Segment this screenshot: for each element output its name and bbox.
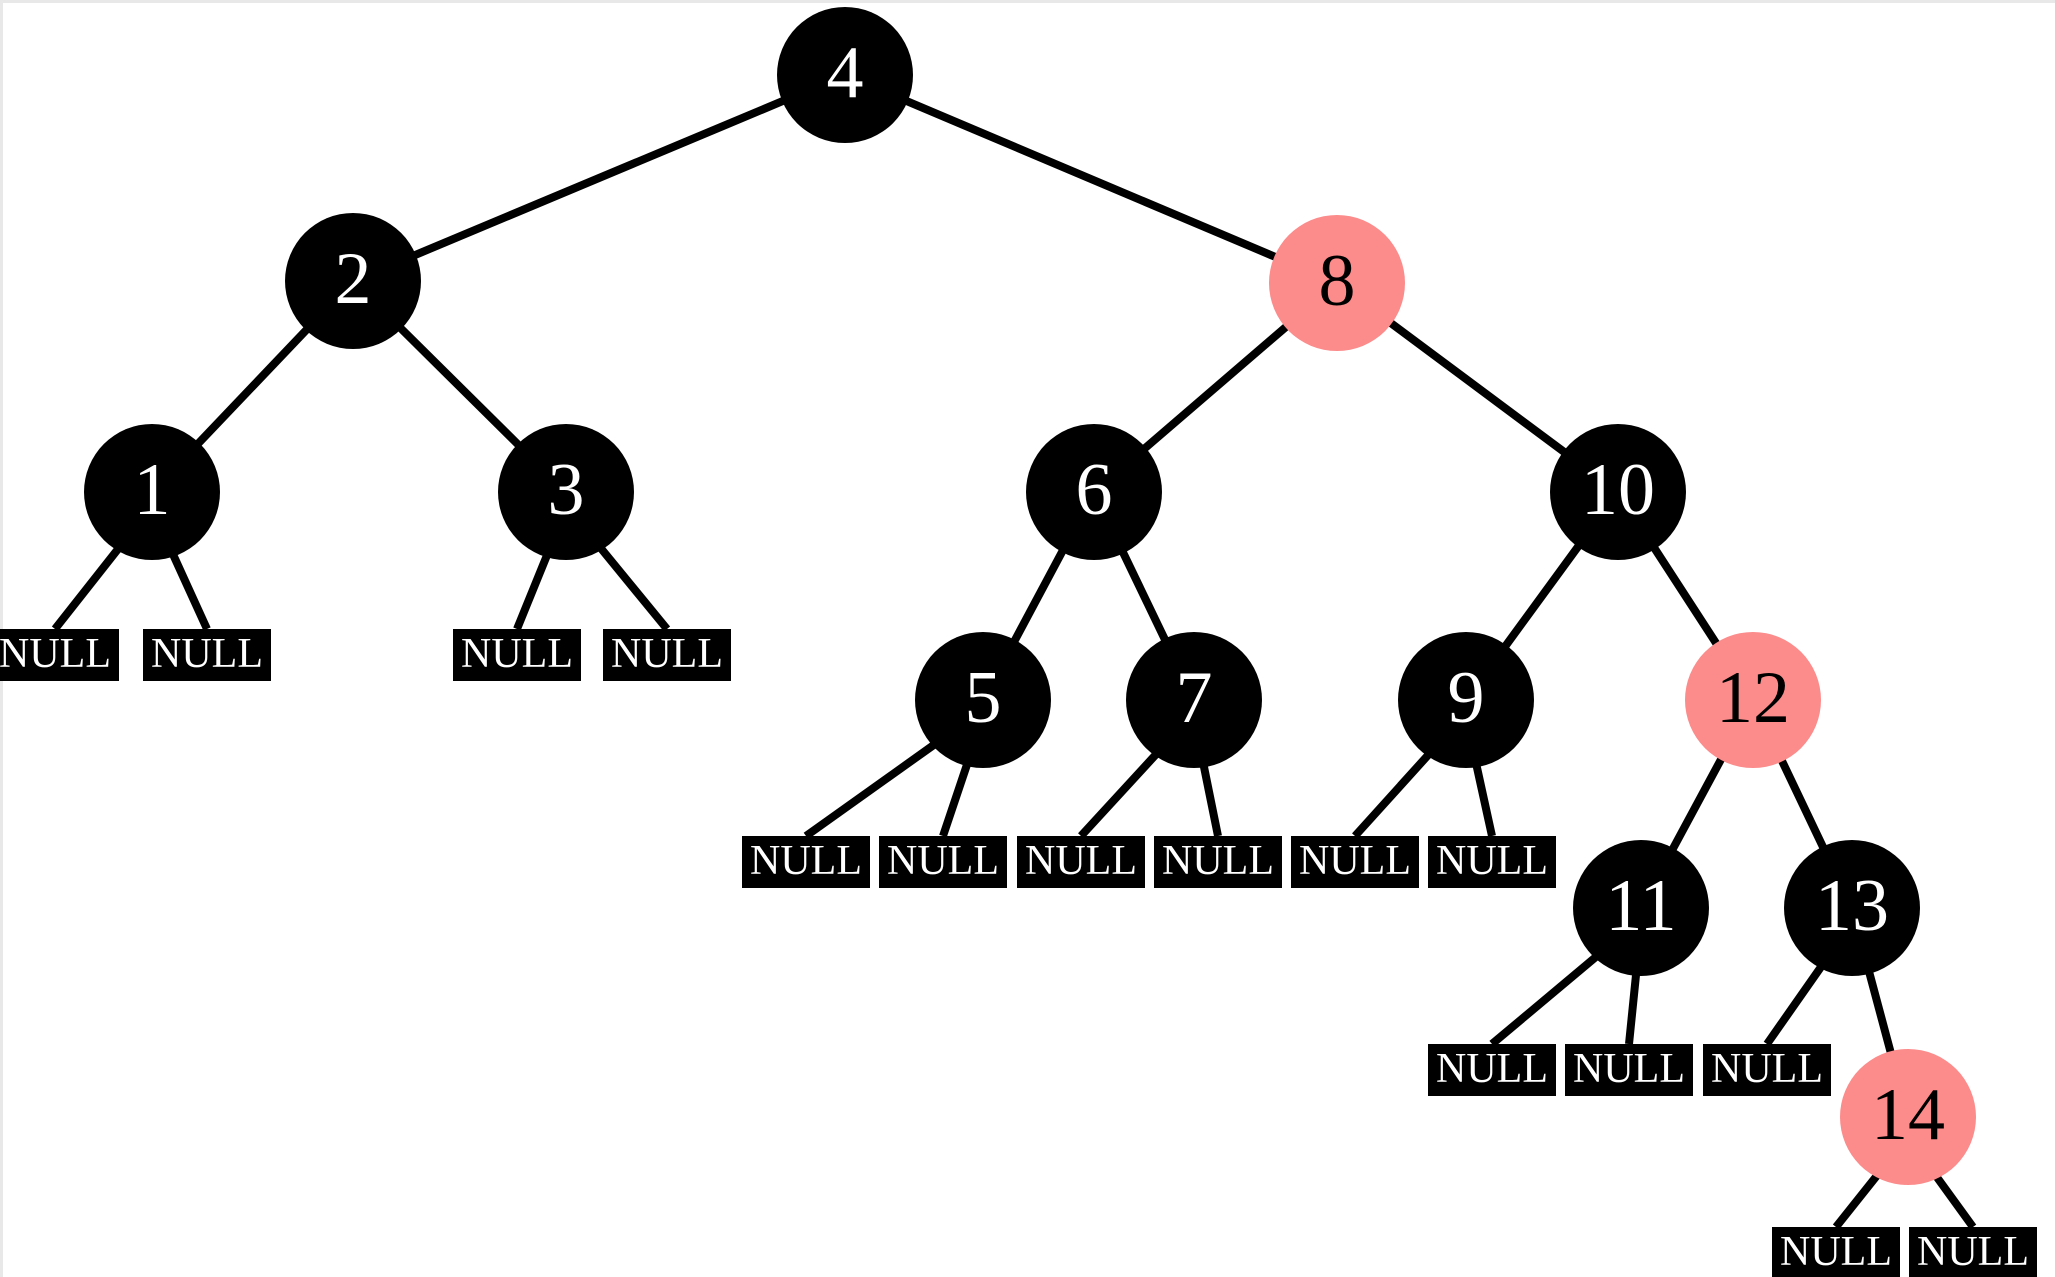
null-leaf: NULL <box>742 836 870 888</box>
null-leaf: NULL <box>879 836 1007 888</box>
tree-edge <box>597 545 671 632</box>
tree-node-14[interactable]: 14 <box>1840 1049 1976 1185</box>
tree-edge <box>1078 751 1160 839</box>
tree-node-label: 11 <box>1605 865 1677 947</box>
tree-edge <box>1763 964 1825 1047</box>
null-leaf-label: NULL <box>750 838 862 884</box>
tree-node-9[interactable]: 9 <box>1398 632 1534 768</box>
tree-edge <box>397 324 522 449</box>
null-leaf-label: NULL <box>1025 838 1137 884</box>
tree-node-label: 5 <box>964 657 1002 739</box>
null-leaf-label: NULL <box>1436 838 1548 884</box>
null-leaf: NULL <box>453 629 581 681</box>
tree-edge <box>1865 970 1895 1055</box>
tree-node-8[interactable]: 8 <box>1269 215 1405 351</box>
tree-node-label: 3 <box>547 449 585 531</box>
null-leaf: NULL <box>1772 1227 1900 1277</box>
null-leaf-label: NULL <box>1162 838 1274 884</box>
tree-edge <box>803 741 937 840</box>
tree-edge <box>1625 973 1641 1045</box>
tree-edge <box>1352 751 1432 839</box>
null-leaf-label: NULL <box>0 631 111 677</box>
tree-node-label: 1 <box>133 449 171 531</box>
tree-node-label: 2 <box>334 238 372 320</box>
tree-edge <box>51 546 122 632</box>
null-leaf: NULL <box>603 629 731 681</box>
tree-edge <box>169 552 211 631</box>
tree-node-label: 8 <box>1318 240 1356 322</box>
null-leaf-label: NULL <box>1573 1046 1685 1092</box>
null-leaf-label: NULL <box>461 631 573 677</box>
tree-edge <box>1010 548 1067 644</box>
tree-node-1[interactable]: 1 <box>84 424 220 560</box>
tree-edge <box>1141 323 1290 452</box>
tree-edge <box>1199 764 1222 837</box>
tree-edge <box>1472 764 1496 837</box>
top-border-rule <box>0 0 2055 3</box>
null-leaf: NULL <box>1909 1227 2037 1277</box>
tree-edge <box>1777 757 1828 851</box>
null-leaf-label: NULL <box>887 838 999 884</box>
null-leaf: NULL <box>1017 836 1145 888</box>
tree-node-11[interactable]: 11 <box>1573 840 1709 976</box>
tree-node-6[interactable]: 6 <box>1026 424 1162 560</box>
tree-node-label: 4 <box>826 32 864 114</box>
tree-node-label: 12 <box>1716 657 1790 739</box>
tree-node-10[interactable]: 10 <box>1550 424 1686 560</box>
null-leaf-label: NULL <box>1299 838 1411 884</box>
tree-node-label: 7 <box>1175 657 1213 739</box>
tree-edge <box>194 326 311 447</box>
tree-edge <box>1118 549 1170 643</box>
tree-node-2[interactable]: 2 <box>285 213 421 349</box>
tree-node-7[interactable]: 7 <box>1126 632 1262 768</box>
null-leaf: NULL <box>0 629 119 681</box>
tree-node-4[interactable]: 4 <box>777 7 913 143</box>
tree-edge <box>513 553 551 631</box>
tree-edge <box>1933 1174 1977 1230</box>
null-leaf-label: NULL <box>151 631 263 677</box>
null-leaf-label: NULL <box>1780 1229 1892 1275</box>
null-leaf-label: NULL <box>1436 1046 1548 1092</box>
tree-node-5[interactable]: 5 <box>915 632 1051 768</box>
tree-edge <box>939 762 971 838</box>
null-leaf-label: NULL <box>611 631 723 677</box>
null-leaf: NULL <box>1703 1044 1831 1096</box>
tree-node-label: 9 <box>1447 657 1485 739</box>
null-leaf-label: NULL <box>1711 1046 1823 1092</box>
tree-edge <box>1387 319 1568 456</box>
tree-node-13[interactable]: 13 <box>1784 840 1920 976</box>
tree-edge <box>1832 1172 1881 1230</box>
tree-edge <box>904 97 1278 261</box>
tree-node-label: 14 <box>1871 1074 1945 1156</box>
tree-node-3[interactable]: 3 <box>498 424 634 560</box>
tree-edge <box>1668 756 1726 852</box>
tree-edge <box>412 96 786 260</box>
null-leaf: NULL <box>1428 836 1556 888</box>
tree-node-12[interactable]: 12 <box>1685 632 1821 768</box>
tree-node-label: 10 <box>1581 449 1655 531</box>
tree-node-label: 13 <box>1815 865 1889 947</box>
tree-edge <box>1489 953 1599 1048</box>
tree-edge <box>1650 545 1721 647</box>
tree-node-label: 6 <box>1075 449 1113 531</box>
null-leaf: NULL <box>1428 1044 1556 1096</box>
null-leaf: NULL <box>1291 836 1419 888</box>
null-leaf: NULL <box>1154 836 1282 888</box>
null-leaf: NULL <box>143 629 271 681</box>
null-leaf-label: NULL <box>1917 1229 2029 1275</box>
null-leaf: NULL <box>1565 1044 1693 1096</box>
tree-edge <box>1501 542 1583 650</box>
